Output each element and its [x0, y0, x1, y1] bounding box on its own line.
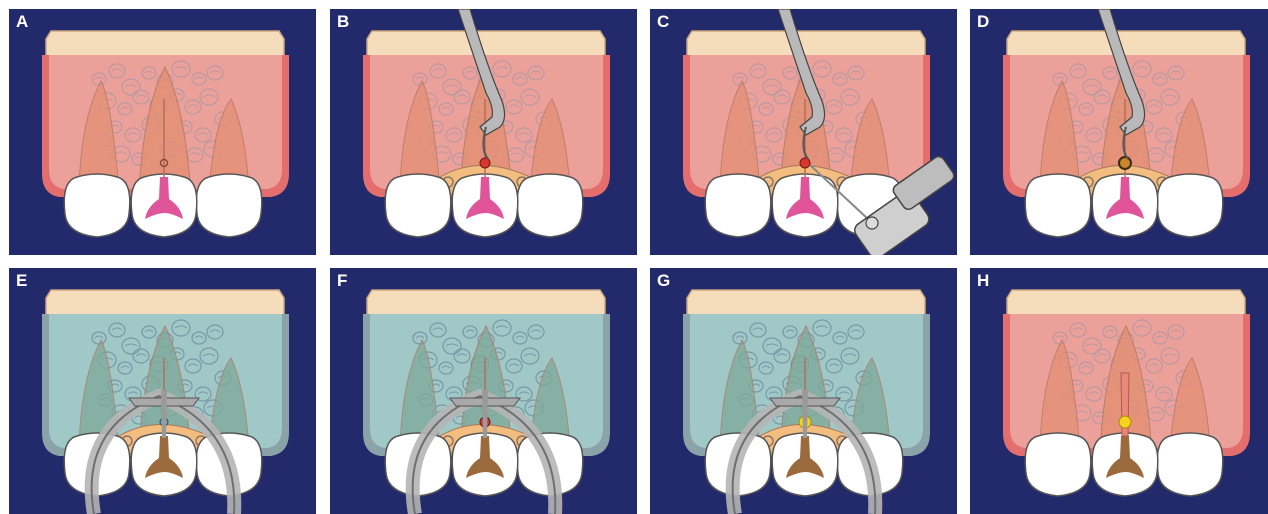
panel-h: H [970, 268, 1268, 514]
panel-label: E [16, 271, 27, 291]
panel-label: A [16, 12, 28, 32]
panel-label: D [977, 12, 989, 32]
panel-c: C [650, 9, 957, 255]
panel-label: F [337, 271, 347, 291]
tooth-illustration [970, 268, 1268, 514]
panel-label: G [657, 271, 670, 291]
tooth-illustration [330, 268, 637, 514]
panel-b: B [330, 9, 637, 255]
tooth-illustration [650, 9, 957, 255]
tooth-illustration [9, 268, 316, 514]
tooth-illustration [330, 9, 637, 255]
tooth-illustration [650, 268, 957, 514]
panel-label: C [657, 12, 669, 32]
panel-label: H [977, 271, 989, 291]
panel-g: G [650, 268, 957, 514]
panel-e: E [9, 268, 316, 514]
tooth-illustration [970, 9, 1268, 255]
tooth-illustration [9, 9, 316, 255]
panel-d: D [970, 9, 1268, 255]
panel-label: B [337, 12, 349, 32]
panel-f: F [330, 268, 637, 514]
panel-a: A [9, 9, 316, 255]
